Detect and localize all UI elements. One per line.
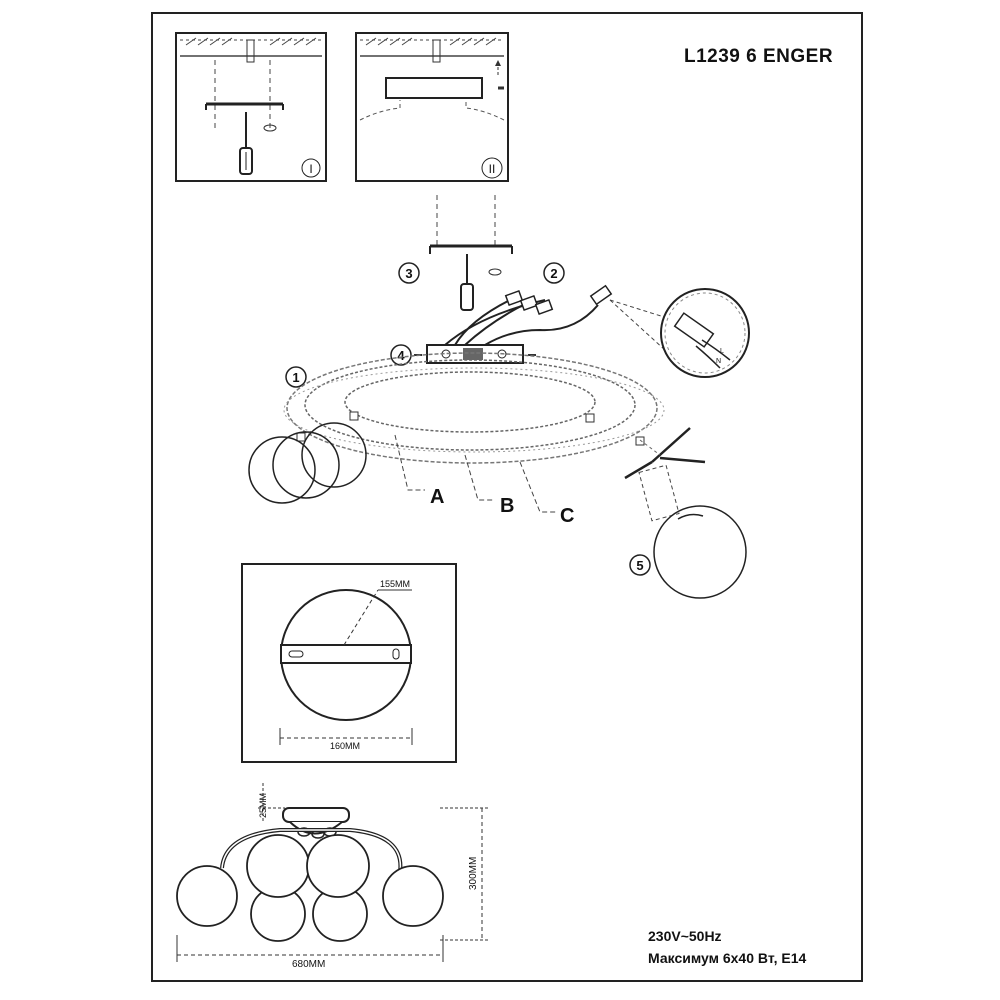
assembled-fixture: 25MM 300MM 680MM: [176, 783, 488, 970]
svg-text:L: L: [720, 348, 724, 355]
terminal-block-detail: L N: [660, 288, 750, 378]
washer-icon: [263, 124, 277, 132]
crossbar: [280, 644, 412, 664]
canopy-block: [385, 77, 483, 99]
glass-shades-left: [248, 422, 367, 504]
step-4-badge: [390, 344, 412, 366]
step-ii-badge: [481, 157, 503, 179]
ring-b-label: B: [500, 495, 514, 517]
screwdriver-icon: [239, 112, 253, 175]
ring-frames: [283, 352, 665, 464]
wire-connectors: [504, 284, 613, 316]
washer-icon-main: [488, 268, 502, 276]
model-title: L1239 6 ENGER: [684, 46, 834, 67]
assembly-overview: 3 2 4 1 5: [248, 195, 750, 599]
power-spec: Максимум 6x40 Вт, E14: [648, 950, 807, 966]
outer-border: [151, 12, 863, 982]
step-5-badge: [629, 554, 651, 576]
total-width-dimension: 680MM: [292, 959, 325, 970]
step-i-badge: [301, 158, 321, 178]
plate-dimension-panel: 155MM 160MM: [241, 563, 457, 763]
step-3-label: 3: [405, 266, 412, 281]
ring-c-label: C: [560, 505, 574, 527]
total-height-dimension: 300MM: [468, 857, 479, 890]
panel-step-ii: II: [355, 32, 509, 182]
screwdriver-icon-main: [460, 254, 474, 311]
step-1-badge: [285, 366, 307, 388]
canopy-height-dimension: 25MM: [258, 793, 268, 818]
ceiling-hatch: [180, 37, 322, 57]
fixture-globes: [176, 834, 444, 942]
lamp-holder-detail: [624, 427, 706, 522]
step-2-badge: [543, 262, 565, 284]
step-i-label: I: [309, 162, 312, 176]
voltage-spec: 230V~50Hz: [648, 928, 722, 944]
plate-width-dimension: 155MM: [380, 579, 410, 589]
step-4-label: 4: [397, 348, 405, 363]
plate-diameter-dimension: 160MM: [330, 741, 360, 751]
step-5-label: 5: [636, 558, 643, 573]
step-1-label: 1: [292, 370, 299, 385]
svg-text:N: N: [716, 358, 721, 365]
panel-step-i: I: [175, 32, 327, 182]
wall-plug: [246, 39, 255, 63]
ring-a-label: A: [430, 486, 444, 508]
step-3-badge: [398, 262, 420, 284]
ring-leaders: [394, 434, 557, 513]
step-ii-label: II: [489, 162, 496, 176]
step-2-label: 2: [550, 266, 557, 281]
glass-shade-right: [653, 505, 747, 599]
